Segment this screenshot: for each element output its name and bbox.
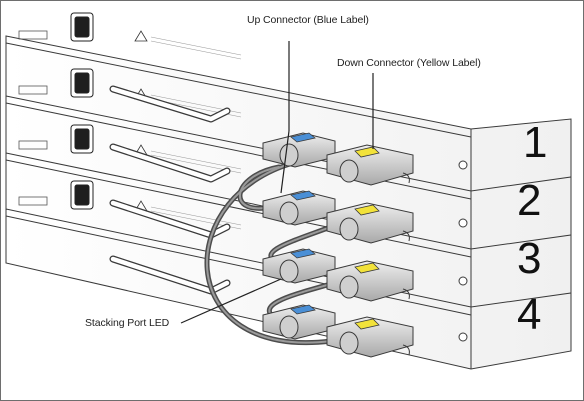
down-plug-3 — [339, 275, 359, 299]
yellow-label-1 — [354, 146, 380, 158]
yellow-label-4 — [354, 318, 380, 330]
blue-label-3 — [290, 248, 316, 259]
unit-number-2: 2 — [517, 176, 542, 225]
yellow-label-2 — [354, 204, 380, 216]
latch-2 — [402, 230, 410, 242]
mounting-holes — [458, 160, 468, 342]
down-plug-2 — [339, 217, 359, 241]
unit-number-1: 1 — [523, 118, 548, 167]
blue-label-4 — [290, 304, 316, 315]
down-plug-4 — [339, 331, 359, 355]
power-socket-4 — [70, 180, 94, 210]
down-plug-1 — [339, 159, 359, 183]
connector-pair-3 — [262, 248, 414, 302]
connector-pair-2 — [262, 190, 414, 244]
power-socket-2 — [70, 68, 94, 98]
latch-4 — [402, 344, 410, 356]
leader-stacking-led — [180, 278, 282, 324]
blue-label-2 — [290, 190, 316, 201]
leader-up-connector-2 — [280, 130, 290, 194]
up-plug-3 — [279, 259, 299, 283]
power-socket-1 — [70, 12, 94, 42]
unit-number-4: 4 — [517, 290, 542, 339]
callout-up-connector: Up Connector (Blue Label) — [247, 14, 369, 26]
callout-stacking-led: Stacking Port LED — [85, 317, 170, 329]
power-sockets — [70, 12, 94, 210]
leader-lines — [180, 41, 374, 324]
latch-3 — [402, 288, 410, 300]
connectors — [262, 132, 414, 358]
connector-pair-1 — [262, 132, 414, 186]
blue-label-1 — [290, 132, 316, 143]
connector-pair-4 — [262, 304, 414, 358]
callout-down-connector: Down Connector (Yellow Label) — [337, 57, 481, 69]
latch-1 — [402, 172, 410, 184]
chassis-edges — [5, 42, 472, 369]
power-socket-3 — [70, 124, 94, 154]
up-plug-1 — [279, 143, 299, 167]
unit-number-3: 3 — [517, 234, 542, 283]
up-plug-4 — [279, 315, 299, 339]
rear-port-markings — [18, 30, 48, 206]
up-plug-2 — [279, 201, 299, 225]
yellow-label-3 — [354, 262, 380, 274]
